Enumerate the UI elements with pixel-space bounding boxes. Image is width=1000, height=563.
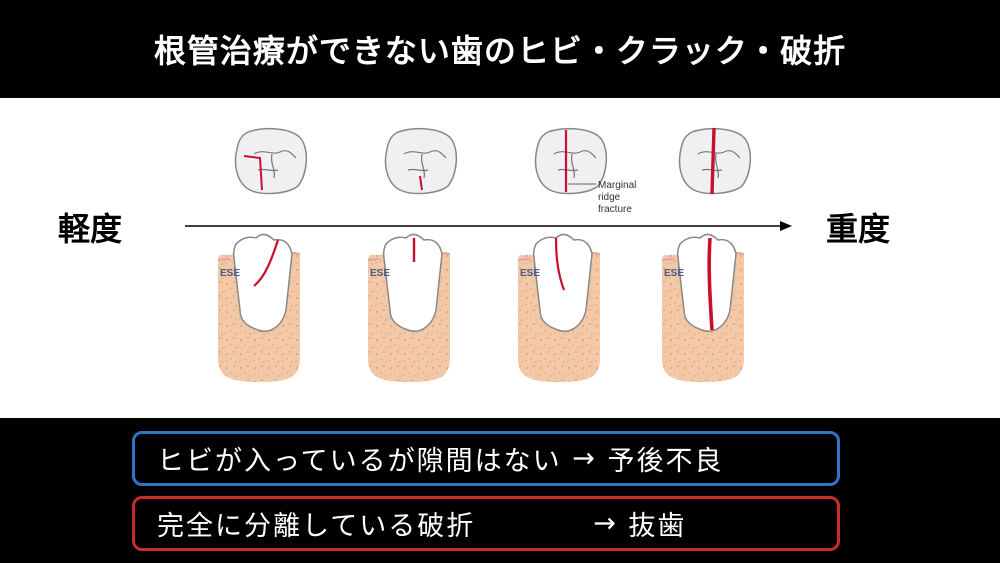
stage-3: Marginal ridge fracture ESE <box>517 127 636 382</box>
severity-arrowhead <box>780 221 792 231</box>
page-title: 根管治療ができない歯のヒビ・クラック・破折 <box>0 0 1000 98</box>
cross-section-2: ESE <box>367 233 451 382</box>
occlusal-view-3 <box>534 127 608 195</box>
note-2-text: 完全に分離している破折 <box>157 511 476 542</box>
mild-label: 軽度 <box>58 210 123 248</box>
cross-section-3: ESE <box>517 233 601 382</box>
annotation-line-2: ridge <box>598 192 621 203</box>
ese-label-2: ESE <box>370 268 390 279</box>
annotation-line-1: Marginal <box>598 180 636 191</box>
annotation-line-3: fracture <box>598 204 632 215</box>
ese-label-4: ESE <box>664 268 684 279</box>
note-2-arrow: → <box>593 508 618 539</box>
severe-label: 重度 <box>826 210 891 248</box>
figure-panel: ESE ESE <box>0 98 1000 418</box>
occlusal-view-2 <box>384 127 458 195</box>
note-1-result: 予後不良 <box>607 446 724 477</box>
stage-1: ESE <box>217 127 308 382</box>
note-1-text: ヒビが入っているが隙間はない <box>157 446 562 477</box>
cross-section-1: ESE <box>217 233 301 382</box>
occlusal-view-1 <box>234 127 308 195</box>
stage-2: ESE <box>367 127 458 382</box>
ese-label-3: ESE <box>520 268 540 279</box>
ese-label-1: ESE <box>220 268 240 279</box>
note-2-result: 抜歯 <box>628 511 687 542</box>
note-complete-fracture: 完全に分離している破折 → 抜歯 <box>132 496 840 551</box>
note-1-arrow: → <box>572 443 597 474</box>
stage-4: ESE <box>661 127 752 382</box>
crack-severity-diagram: ESE ESE <box>185 127 792 382</box>
cross-section-4: ESE <box>661 233 745 382</box>
note-crack-no-gap: ヒビが入っているが隙間はない → 予後不良 <box>132 431 840 486</box>
occlusal-view-4 <box>678 127 752 195</box>
